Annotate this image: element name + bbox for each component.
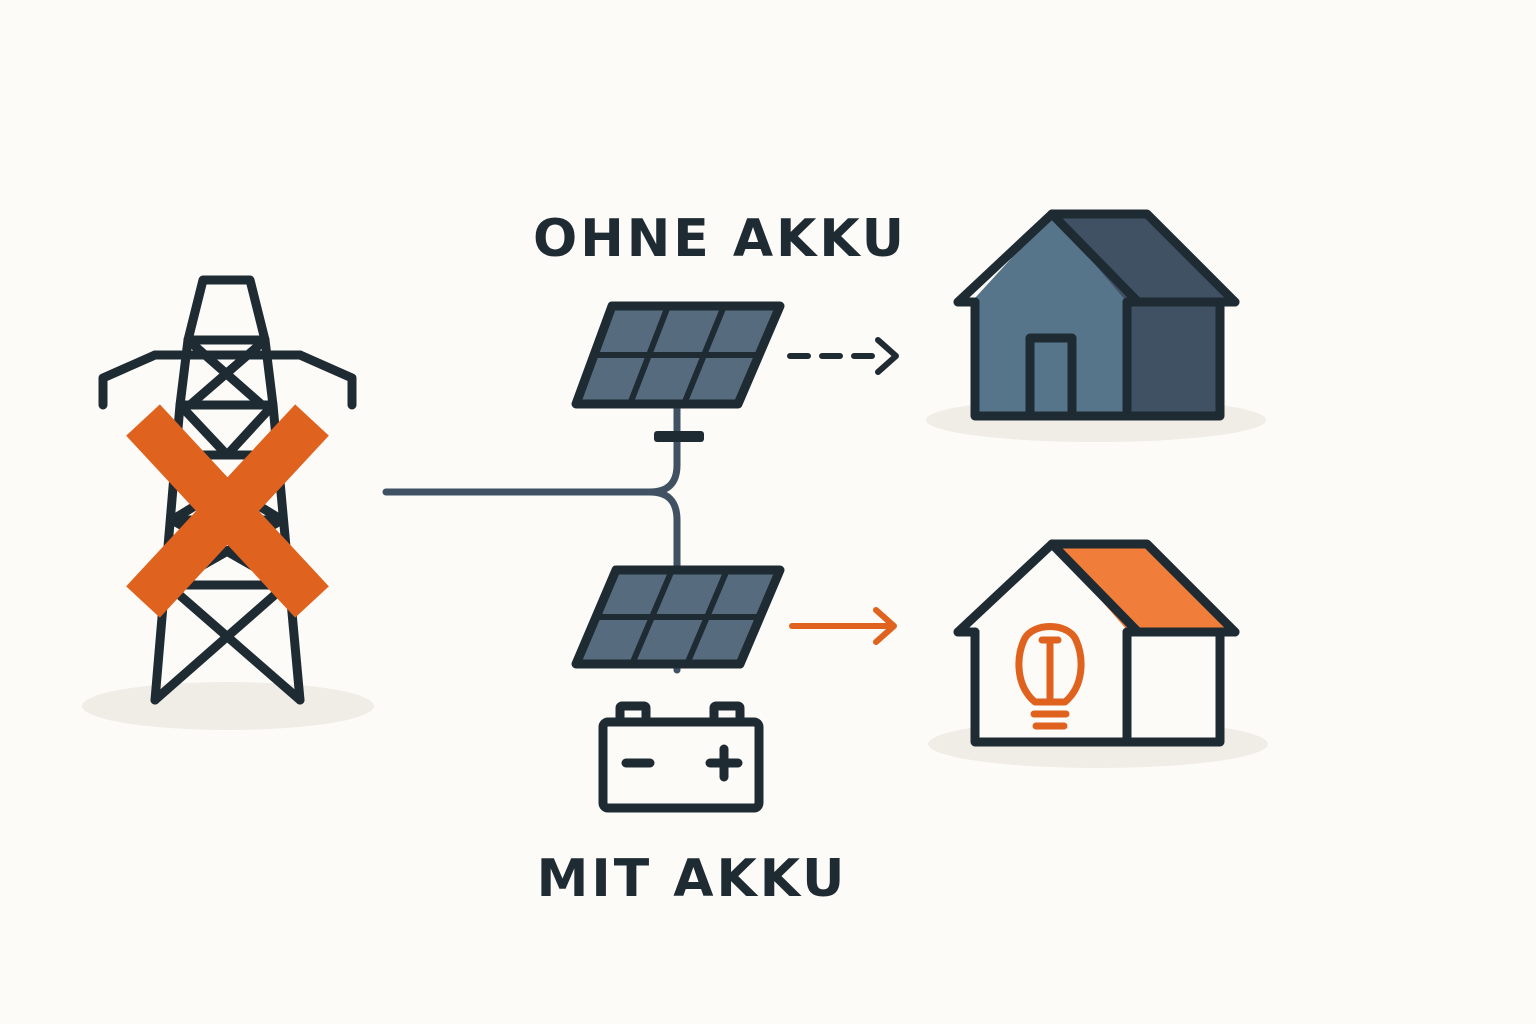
label-without-battery: OHNE AKKU (533, 209, 907, 269)
house-icon (953, 539, 1240, 747)
arrow-icon (789, 607, 897, 645)
solar-panel-icon (571, 565, 785, 669)
house-icon (953, 209, 1240, 421)
cross-icon (126, 404, 329, 618)
label-with-battery: MIT AKKU (537, 849, 848, 909)
dashed-arrow-icon (787, 337, 899, 375)
battery-icon (598, 701, 764, 813)
line-connector (654, 431, 704, 442)
solar-panel-icon (571, 301, 785, 409)
solar-link-line (646, 401, 681, 496)
pylon-shadow (82, 682, 374, 730)
connection-lines (382, 401, 681, 674)
light-bulb-icon (1015, 623, 1085, 730)
